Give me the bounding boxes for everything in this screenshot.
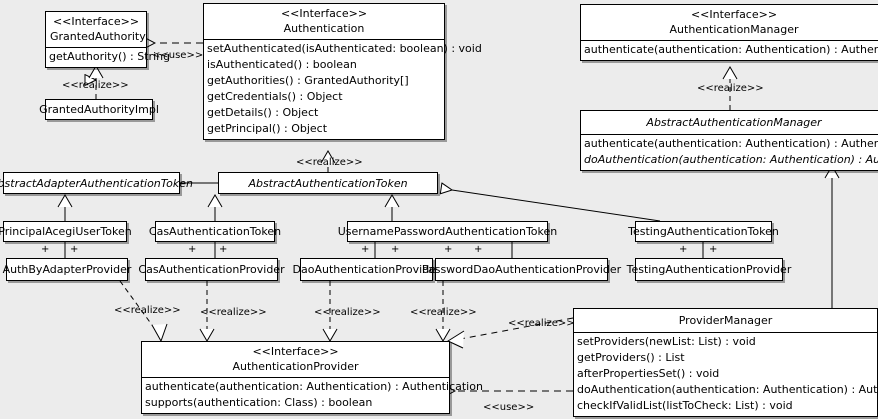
edge-label-use-providermanager-authenticationprovider: <<use>> — [483, 402, 535, 413]
operation-item: getAuthority() : String — [49, 50, 171, 63]
class-header: <<Interface>> GrantedAuthority — [46, 12, 146, 48]
class-name-label: ProviderManager — [678, 314, 773, 327]
operation-item: isAuthenticated() : boolean — [207, 58, 357, 71]
association-mark-testing-authentication-token-right: + — [709, 244, 718, 255]
operation-item: getProviders() : List — [577, 351, 685, 364]
class-auth-by-adapter-provider[interactable]: AuthByAdapterProvider — [3, 258, 131, 281]
realize-arrowhead-casprovider — [199, 328, 215, 342]
association-mark-testing-authentication-token-left: + — [679, 244, 688, 255]
operation-item: authenticate(authentication: Authenticat… — [145, 380, 483, 393]
edge-label-realize-providermanager: <<realize>> — [508, 318, 575, 329]
edge-label-use-authentication-grantedauthority: <<use>> — [152, 50, 204, 61]
edge-label-realize-abstractauthenticationmanager: <<realize>> — [697, 83, 764, 94]
class-header: <<Interface>> AuthenticationProvider — [142, 342, 449, 378]
realize-arrowhead-abstractauthmanager — [722, 66, 738, 80]
stereotype-label: <<Interface>> — [280, 7, 368, 20]
realize-arrowhead-providermanager-authprovider — [446, 330, 465, 349]
class-header: <<Interface>> Authentication — [204, 4, 444, 40]
class-username-password-authentication-token[interactable]: UsernamePasswordAuthenticationToken — [338, 221, 557, 242]
operations-compartment: setProviders(newList: List) : void getPr… — [574, 333, 878, 416]
edge-generalize-testingtoken-abstractauthtoken — [452, 190, 661, 222]
realize-arrowhead-authbyadapter — [151, 323, 168, 343]
edge-label-realize-grantedauthorityimpl: <<realize>> — [62, 80, 129, 91]
operation-item: doAuthentication(authentication: Authent… — [577, 383, 878, 396]
class-password-dao-authentication-provider[interactable]: PasswordDaoAuthenticationProvider — [422, 258, 621, 281]
class-cas-authentication-provider[interactable]: CasAuthenticationProvider — [138, 258, 285, 281]
class-name-label: TestingAuthenticationProvider — [626, 263, 792, 276]
class-header: ProviderManager — [574, 309, 877, 333]
generalize-arrowhead-castoken — [207, 194, 223, 208]
generalize-arrowhead-principaltoken — [57, 194, 73, 208]
class-name-label: AuthByAdapterProvider — [2, 263, 132, 276]
operation-item: getDetails() : Object — [207, 106, 319, 119]
class-name-label: AbstractAuthenticationManager — [646, 116, 822, 129]
association-mark-username-password-token-2: + — [391, 244, 400, 255]
operation-item: checkIfValidList(listToCheck: List) : vo… — [577, 399, 793, 412]
edge-label-realize-abstractauthenticationtoken: <<realize>> — [296, 157, 363, 168]
class-granted-authority[interactable]: <<Interface>> GrantedAuthority getAuthor… — [45, 11, 171, 68]
operation-item: getAuthorities() : GrantedAuthority[] — [207, 74, 409, 87]
class-authentication-manager[interactable]: <<Interface>> AuthenticationManager auth… — [580, 4, 878, 61]
operations-compartment: setAuthenticated(isAuthenticated: boolea… — [204, 40, 482, 139]
class-name-label: AuthenticationManager — [669, 23, 799, 36]
operation-item: authenticate(authentication: Authenticat… — [584, 137, 878, 150]
operation-item: getPrincipal() : Object — [207, 122, 328, 135]
class-name-label: PasswordDaoAuthenticationProvider — [421, 263, 622, 276]
stereotype-label: <<Interface>> — [690, 8, 778, 21]
edge-label-realize-casauthenticationprovider: <<realize>> — [200, 307, 267, 318]
operation-item: doAuthentication(authentication: Authent… — [584, 153, 878, 166]
class-name-label: GrantedAuthorityImpl — [39, 103, 159, 116]
association-mark-principal-acegi-user-token-right: + — [70, 244, 79, 255]
operation-item: setAuthenticated(isAuthenticated: boolea… — [207, 42, 482, 55]
operation-item: authenticate(authentication: Authenticat… — [584, 43, 878, 56]
class-provider-manager[interactable]: ProviderManager setProviders(newList: Li… — [573, 308, 878, 417]
class-dao-authentication-provider[interactable]: DaoAuthenticationProvider — [293, 258, 441, 281]
class-name-label: CasAuthenticationToken — [148, 225, 282, 238]
class-name-label: CasAuthenticationProvider — [138, 263, 285, 276]
generalize-arrowhead-userpasstoken — [384, 194, 400, 208]
edge-label-realize-daoauthenticationprovider: <<realize>> — [314, 307, 381, 318]
operation-item: getCredentials() : Object — [207, 90, 343, 103]
class-name-label: AbstractAdapterAuthenticationToken — [0, 176, 193, 190]
operations-compartment: getAuthority() : String — [46, 48, 171, 67]
operation-item: afterPropertiesSet() : void — [577, 367, 720, 380]
class-cas-authentication-token[interactable]: CasAuthenticationToken — [149, 221, 281, 242]
association-mark-username-password-token-3: + — [444, 244, 453, 255]
class-abstract-authentication-token[interactable]: AbstractAuthenticationToken — [218, 172, 438, 194]
class-granted-authority-impl[interactable]: GrantedAuthorityImpl — [39, 99, 159, 120]
operation-item: supports(authentication: Class) : boolea… — [145, 396, 373, 409]
class-name-label: GrantedAuthority — [50, 30, 146, 43]
operations-compartment: authenticate(authentication: Authenticat… — [581, 41, 878, 60]
class-authentication-provider[interactable]: <<Interface>> AuthenticationProvider aut… — [141, 341, 483, 414]
operations-compartment: authenticate(authentication: Authenticat… — [142, 378, 483, 413]
class-name-label: AbstractAuthenticationToken — [248, 176, 408, 190]
association-mark-username-password-token-1: + — [361, 244, 370, 255]
class-name-label: DaoAuthenticationProvider — [292, 263, 441, 276]
class-header: AbstractAuthenticationManager — [581, 111, 878, 135]
class-name-label: PrincipalAcegiUserToken — [0, 225, 132, 238]
edge-label-realize-passworddaoauthenticationprovider: <<realize>> — [410, 307, 477, 318]
class-name-label: TestingAuthenticationToken — [628, 225, 779, 238]
class-testing-authentication-token[interactable]: TestingAuthenticationToken — [628, 221, 779, 242]
class-name-label: UsernamePasswordAuthenticationToken — [337, 225, 558, 238]
association-mark-cas-authentication-token-right: + — [219, 244, 228, 255]
association-mark-username-password-token-4: + — [474, 244, 483, 255]
class-abstract-authentication-manager[interactable]: AbstractAuthenticationManager authentica… — [580, 110, 878, 171]
realize-arrowhead-passworddaoprovider — [435, 328, 451, 342]
realize-arrowhead-daoprovider — [322, 328, 338, 342]
class-authentication[interactable]: <<Interface>> Authentication setAuthenti… — [203, 3, 482, 140]
association-mark-cas-authentication-token-left: + — [188, 244, 197, 255]
edge-label-realize-authbyadapterprovider: <<realize>> — [114, 305, 181, 316]
class-abstract-adapter-authentication-token[interactable]: AbstractAdapterAuthenticationToken — [0, 172, 193, 194]
class-testing-authentication-provider[interactable]: TestingAuthenticationProvider — [627, 258, 791, 281]
class-header: <<Interface>> AuthenticationManager — [581, 5, 878, 41]
association-mark-principal-acegi-user-token-left: + — [41, 244, 50, 255]
stereotype-label: <<Interface>> — [52, 15, 140, 28]
operations-compartment: authenticate(authentication: Authenticat… — [581, 135, 878, 170]
operation-item: setProviders(newList: List) : void — [577, 335, 756, 348]
class-name-label: AuthenticationProvider — [232, 360, 359, 373]
class-name-label: Authentication — [283, 22, 365, 35]
class-principal-acegi-user-token[interactable]: PrincipalAcegiUserToken — [0, 221, 132, 242]
stereotype-label: <<Interface>> — [252, 345, 339, 358]
